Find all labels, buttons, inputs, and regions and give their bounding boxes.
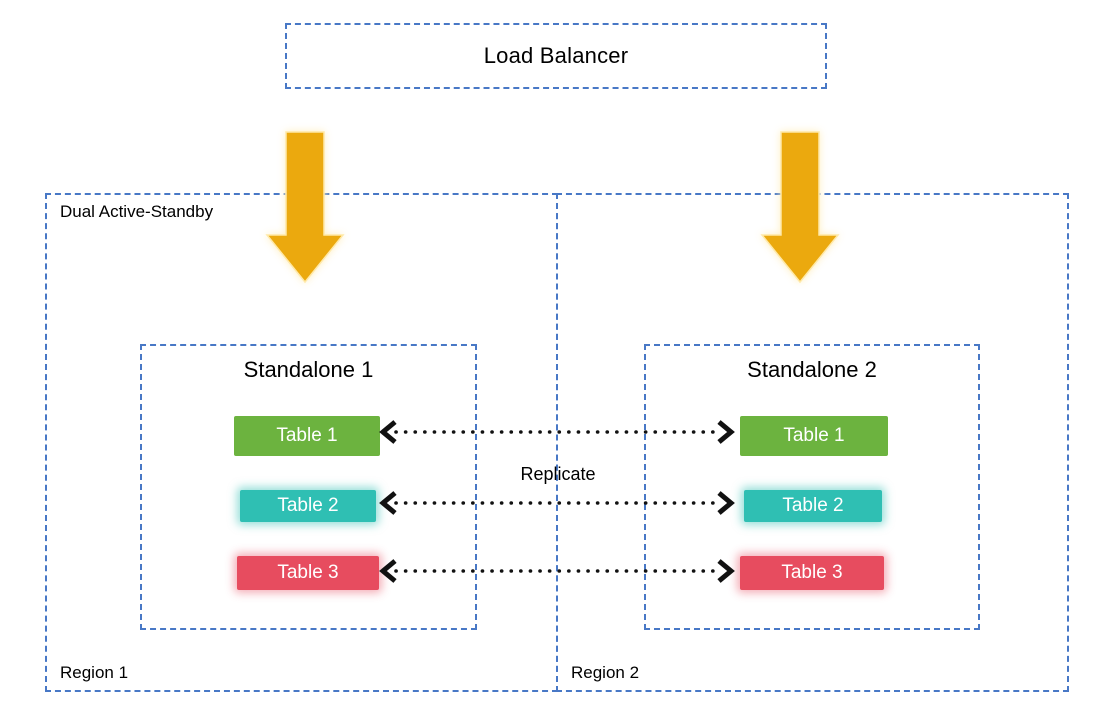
standalone-2-title: Standalone 2 — [747, 357, 877, 382]
standalone-1-box: Standalone 1 Table 1 Table 2 Table 3 — [140, 344, 477, 630]
table-chip-label: Table 2 — [277, 495, 339, 516]
load-balancer-label: Load Balancer — [483, 43, 629, 68]
load-balancer-box: Load Balancer — [285, 23, 827, 89]
table-chip-label: Table 1 — [276, 425, 338, 446]
table-chip: Table 3 — [740, 556, 884, 590]
down-arrow-right-icon — [760, 131, 840, 284]
standalone-1-title: Standalone 1 — [243, 357, 374, 382]
table-chip: Table 2 — [744, 490, 882, 522]
replication-arrow-table3 — [379, 559, 735, 583]
table-chip-label: Table 2 — [782, 495, 844, 516]
table-chip-label: Table 1 — [783, 425, 845, 446]
replication-arrow-table1 — [379, 420, 735, 444]
replicate-label: Replicate — [520, 464, 596, 484]
table-chip: Table 1 — [740, 416, 888, 456]
standalone-2-box: Standalone 2 Table 1 Table 2 Table 3 — [644, 344, 980, 630]
dual-active-standby-label: Dual Active-Standby — [60, 202, 214, 221]
table-chip-label: Table 3 — [781, 562, 843, 583]
table-chip: Table 3 — [237, 556, 379, 590]
down-arrow-left-icon — [265, 131, 345, 284]
region-1-box: Dual Active-Standby Region 1 Standalone … — [45, 193, 558, 692]
table-chip-label: Table 3 — [277, 562, 339, 583]
region-1-label: Region 1 — [60, 663, 129, 682]
replication-arrow-table2 — [379, 491, 735, 515]
region-2-label: Region 2 — [571, 663, 640, 682]
table-chip: Table 2 — [240, 490, 376, 522]
table-chip: Table 1 — [234, 416, 380, 456]
